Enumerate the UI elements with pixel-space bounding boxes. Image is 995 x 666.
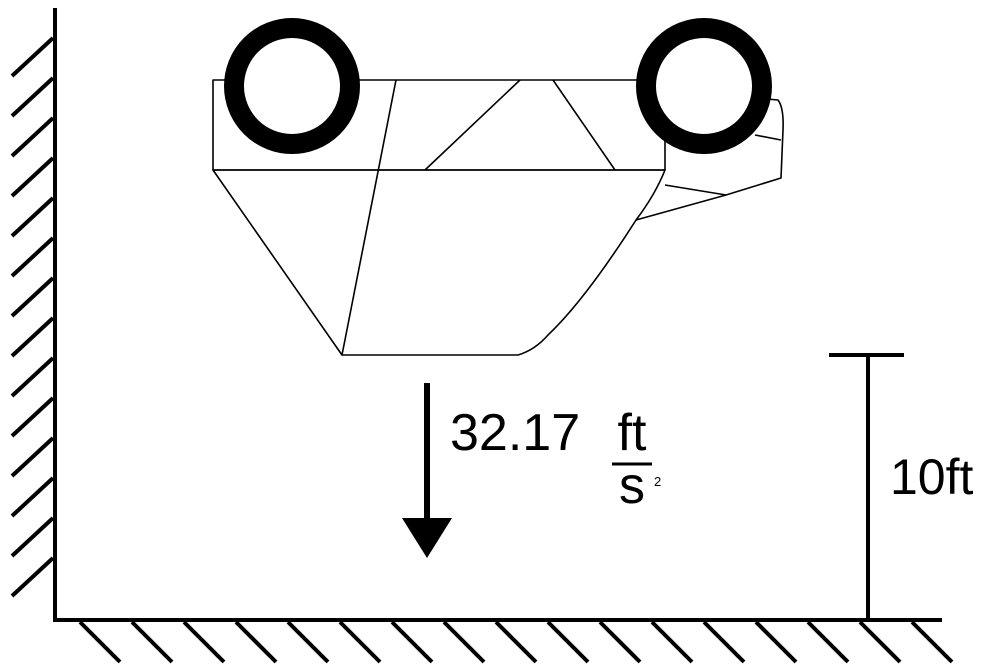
acceleration-label: 32.17 ft s 2	[450, 404, 661, 515]
acceleration-unit-exponent: 2	[654, 474, 661, 489]
car-window-outline	[424, 79, 616, 171]
ground-hatch-mark	[806, 620, 850, 664]
ground-hatch-mark	[650, 620, 694, 664]
wall-hatch-mark	[10, 276, 55, 318]
wall-hatch-mark	[10, 316, 55, 358]
height-label: 10ft	[890, 449, 974, 505]
car-cabin-outline	[212, 169, 666, 356]
height-dimension	[829, 353, 904, 620]
wall-hatch-mark	[10, 116, 55, 158]
wall-hatch-mark	[10, 556, 55, 598]
acceleration-unit-denominator: s	[619, 457, 645, 515]
wall-hatch-mark	[10, 476, 55, 518]
ground-hatch-mark	[234, 620, 278, 664]
wall-hatch-mark	[10, 436, 55, 478]
ground-hatch-mark	[182, 620, 226, 664]
car-bumper-outline	[635, 97, 784, 221]
ground-hatch-mark	[754, 620, 798, 664]
wall-hatch-mark	[10, 156, 55, 198]
ground-hatch-mark	[286, 620, 330, 664]
car-wheel-left	[224, 18, 360, 154]
ground-hatch-mark	[390, 620, 434, 664]
gravity-arrow	[402, 383, 452, 558]
acceleration-value: 32.17	[450, 404, 580, 462]
ground-hatch-mark	[442, 620, 486, 664]
upside-down-car	[212, 18, 784, 356]
ground-hatch-mark	[598, 620, 642, 664]
ground-hatching	[78, 620, 954, 664]
wall-hatch-mark	[10, 196, 55, 238]
car-wheel-right	[636, 18, 772, 154]
ground-hatch-mark	[494, 620, 538, 664]
ground-hatch-mark	[702, 620, 746, 664]
wall-hatch-mark	[10, 76, 55, 118]
car-pillar-line	[341, 79, 397, 356]
ground-hatch-mark	[338, 620, 382, 664]
wall-hatching	[10, 36, 55, 598]
wall-hatch-mark	[10, 236, 55, 278]
car-bumper-details	[664, 134, 782, 196]
ground-hatch-mark	[546, 620, 590, 664]
ground-hatch-mark	[858, 620, 902, 664]
acceleration-unit-numerator: ft	[618, 404, 647, 462]
ground-hatch-mark	[910, 620, 954, 664]
wall	[10, 8, 57, 622]
ground-hatch-mark	[130, 620, 174, 664]
ground	[55, 618, 954, 664]
wall-hatch-mark	[10, 36, 55, 78]
wall-hatch-mark	[10, 516, 55, 558]
gravity-arrow-head	[402, 518, 452, 558]
wall-hatch-mark	[10, 396, 55, 438]
wall-hatch-mark	[10, 356, 55, 398]
ground-hatch-mark	[78, 620, 122, 664]
